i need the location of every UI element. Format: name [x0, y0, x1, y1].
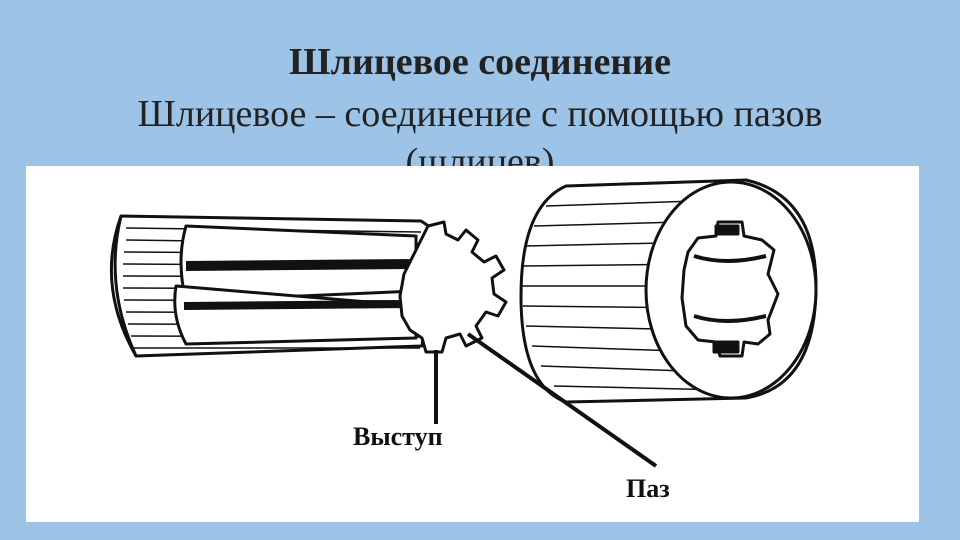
shaft-end-face [398, 220, 508, 354]
label-ridge: Выступ [353, 422, 443, 451]
label-groove: Паз [626, 474, 670, 503]
hub-splined-hole [680, 220, 780, 358]
slide-subtitle: Шлицевое – соединение с помощью пазов (ш… [137, 93, 823, 183]
groove-leader-line [466, 332, 658, 468]
splined-hub [519, 178, 818, 404]
diagram-panel: Выступ Паз [26, 166, 919, 522]
slide-title: Шлицевое соединение [288, 41, 672, 83]
spline-joint-drawing [109, 178, 818, 468]
splined-shaft [109, 214, 508, 358]
